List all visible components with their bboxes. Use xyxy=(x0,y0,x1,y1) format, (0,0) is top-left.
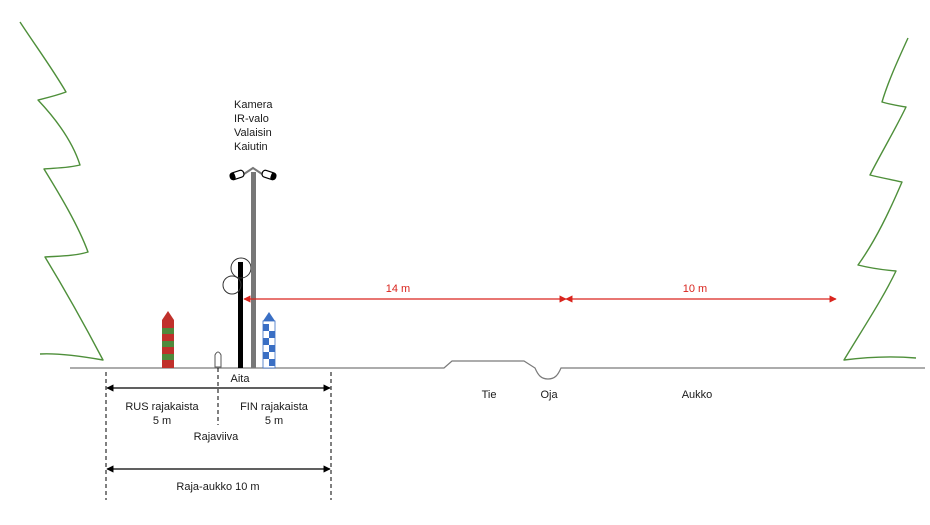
fence-post xyxy=(238,262,243,368)
equipment-label-light: Valaisin xyxy=(234,127,272,139)
rus-strip-width: 5 m xyxy=(153,415,171,427)
equipment-label-speaker: Kaiutin xyxy=(234,141,268,153)
equipment-label-camera: Kamera xyxy=(234,99,273,111)
pole-arm xyxy=(243,166,263,175)
border-clearing-label: Raja-aukko 10 m xyxy=(176,481,259,493)
border-marker xyxy=(214,351,222,368)
fin-strip-label: FIN rajakaista xyxy=(240,401,309,413)
dimension-14m-label: 14 m xyxy=(386,283,410,295)
fence-label: Aita xyxy=(231,373,251,385)
fence-wire-coil-2 xyxy=(222,275,242,295)
fin-strip-width: 5 m xyxy=(265,415,283,427)
ground-line xyxy=(70,360,925,380)
camera-right-icon xyxy=(261,169,277,181)
left-tree-icon xyxy=(19,21,104,361)
camera-left-icon xyxy=(229,169,245,181)
ditch-label: Oja xyxy=(540,389,558,401)
clearing-label: Aukko xyxy=(682,389,713,401)
right-tree-icon xyxy=(843,37,917,361)
road-label: Tie xyxy=(482,389,497,401)
equipment-label-ir: IR-valo xyxy=(234,113,269,125)
dimension-10m-label: 10 m xyxy=(683,283,707,295)
rus-strip-label: RUS rajakaista xyxy=(125,401,199,413)
rus-border-post xyxy=(162,311,174,368)
equipment-pole xyxy=(251,172,256,368)
border-line-label: Rajaviiva xyxy=(194,431,240,443)
fin-border-post xyxy=(262,312,276,369)
